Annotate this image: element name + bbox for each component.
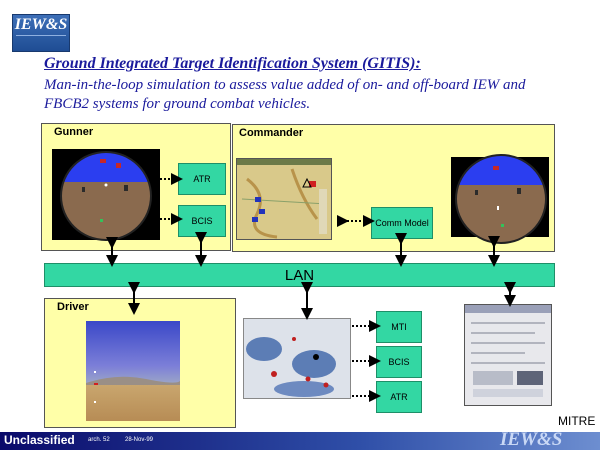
atr-label: ATR xyxy=(390,392,408,402)
slide-date: 28-Nov-99 xyxy=(125,437,154,443)
driver-view xyxy=(86,321,180,421)
analysis-console-screen xyxy=(464,304,552,406)
slide-title: Ground Integrated Target Identification … xyxy=(44,55,421,72)
slide-meta: arch. 52 xyxy=(88,437,110,443)
logo-strip xyxy=(16,35,66,42)
gunner-atr-box: ATR xyxy=(178,163,226,195)
slide-subtitle: Man-in-the-loop simulation to assess val… xyxy=(44,77,526,112)
bcis-box: BCIS xyxy=(376,346,422,378)
mti-map-display xyxy=(243,318,351,399)
gunner-label: Gunner xyxy=(54,126,94,138)
logo-text: IEW&S xyxy=(14,16,68,33)
iews-logo: IEW&S xyxy=(12,14,70,52)
commander-sight-view xyxy=(455,154,547,244)
bcis-label: BCIS xyxy=(388,357,410,367)
classification-label: Unclassified xyxy=(4,433,75,447)
driver-label: Driver xyxy=(57,301,89,313)
commander-map-display xyxy=(236,158,332,240)
atr-box: ATR xyxy=(376,381,422,413)
gunner-bcis-label: BCIS xyxy=(191,216,213,226)
comm-model-label: Comm Model xyxy=(375,218,429,228)
lan-label: LAN xyxy=(284,266,315,284)
mitre-label: MITRE xyxy=(558,414,596,428)
mti-label: MTI xyxy=(391,322,407,332)
footer-bar xyxy=(0,432,600,450)
gunner-atr-label: ATR xyxy=(193,174,211,184)
commander-label: Commander xyxy=(239,127,304,139)
footer-logo: IEW&S xyxy=(500,429,563,450)
